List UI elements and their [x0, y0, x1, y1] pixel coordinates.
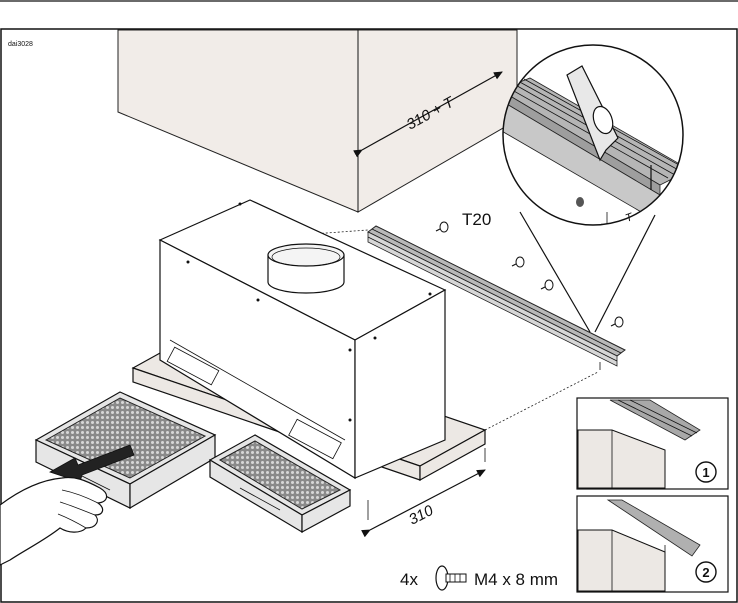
- step-number-1: 1: [702, 465, 709, 480]
- exhaust-collar: [268, 244, 344, 293]
- detail-magnifier: T: [500, 40, 690, 332]
- hand-illustration: [0, 477, 107, 565]
- figure-code: dai3028: [8, 41, 33, 48]
- screw-spec: M4 x 8 mm: [474, 570, 558, 589]
- dimension-bottom-label: 310: [406, 502, 437, 529]
- step-number-2: 2: [702, 565, 709, 580]
- inset-panel-2: 2: [577, 496, 728, 592]
- screw-icon: [436, 566, 466, 590]
- inset-panel-1: 1: [577, 398, 728, 489]
- screw-legend: 4x M4 x 8 mm: [400, 566, 558, 590]
- wall-cabinet: [118, 30, 517, 212]
- tool-label: T20: [462, 210, 491, 229]
- screw-quantity: 4x: [400, 570, 418, 589]
